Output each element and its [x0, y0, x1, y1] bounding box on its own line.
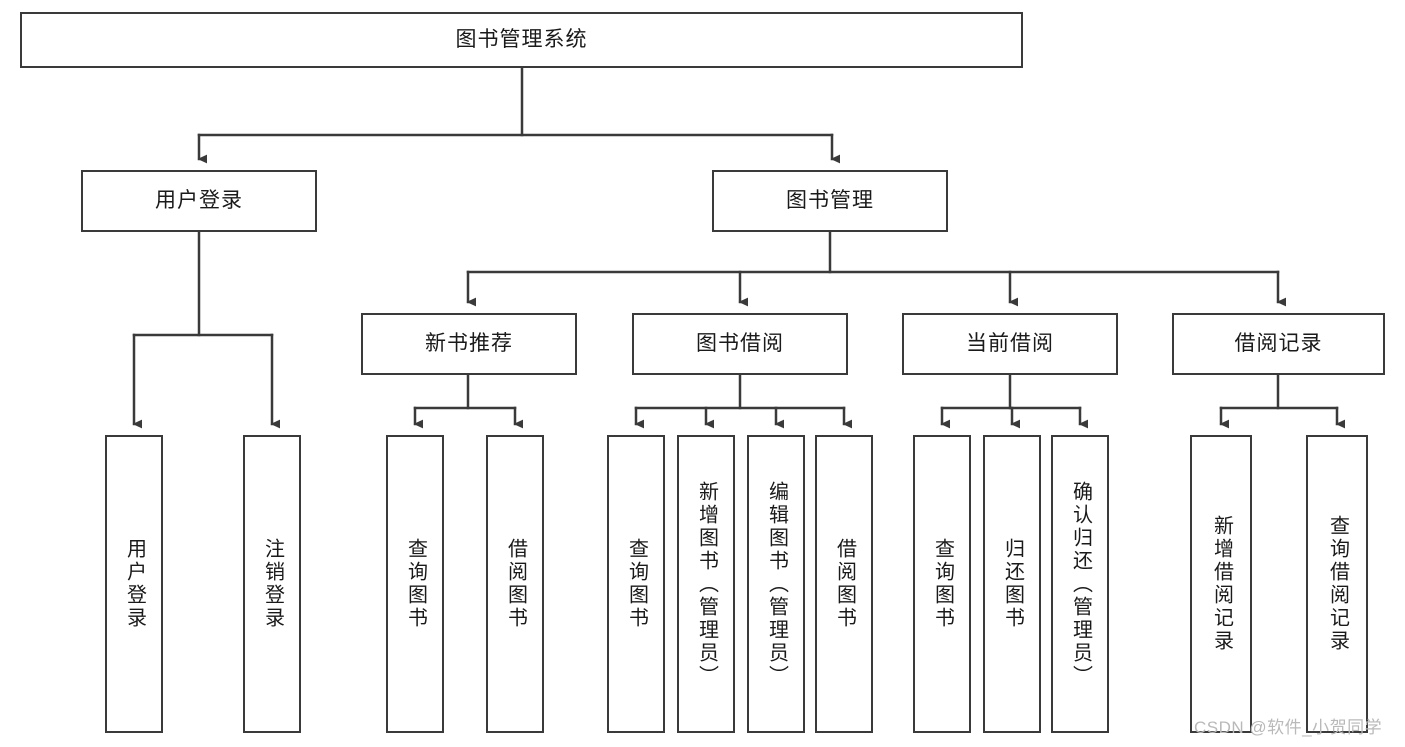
- node-book-management-label: 图书管理: [786, 188, 874, 212]
- leaf-query-borrow-record[interactable]: 查询借阅记录: [1306, 435, 1368, 733]
- node-new-book-recommend[interactable]: 新书推荐: [361, 313, 577, 375]
- node-current-borrow[interactable]: 当前借阅: [902, 313, 1118, 375]
- node-user-login[interactable]: 用户登录: [81, 170, 317, 232]
- leaf-add-borrow-record[interactable]: 新增借阅记录: [1190, 435, 1252, 733]
- leaf-borrow-book-label: 借阅图书: [833, 538, 856, 630]
- leaf-borrow-book-recommend-label: 借阅图书: [504, 538, 527, 630]
- leaf-borrow-book[interactable]: 借阅图书: [815, 435, 873, 733]
- node-book-borrow-label: 图书借阅: [696, 331, 784, 355]
- leaf-edit-book-admin[interactable]: 编辑图书（管理员）: [747, 435, 805, 733]
- leaf-add-borrow-record-label: 新增借阅记录: [1210, 515, 1233, 653]
- node-root[interactable]: 图书管理系统: [20, 12, 1023, 68]
- leaf-return-book-label: 归还图书: [1001, 538, 1024, 630]
- leaf-query-book-recommend[interactable]: 查询图书: [386, 435, 444, 733]
- leaf-add-book-admin[interactable]: 新增图书（管理员）: [677, 435, 735, 733]
- node-user-login-label: 用户登录: [155, 188, 243, 212]
- node-current-borrow-label: 当前借阅: [966, 331, 1054, 355]
- node-borrow-record-label: 借阅记录: [1234, 331, 1323, 355]
- leaf-query-book-current[interactable]: 查询图书: [913, 435, 971, 733]
- leaf-query-book-borrow[interactable]: 查询图书: [607, 435, 665, 733]
- leaf-logout-label: 注销登录: [261, 538, 284, 630]
- node-book-borrow[interactable]: 图书借阅: [632, 313, 848, 375]
- leaf-borrow-book-recommend[interactable]: 借阅图书: [486, 435, 544, 733]
- leaf-edit-book-admin-label: 编辑图书（管理员）: [765, 480, 788, 688]
- node-new-book-recommend-label: 新书推荐: [425, 331, 513, 355]
- leaf-user-login-label: 用户登录: [123, 538, 146, 630]
- leaf-user-login[interactable]: 用户登录: [105, 435, 163, 733]
- node-root-label: 图书管理系统: [455, 27, 588, 51]
- leaf-confirm-return-admin-label: 确认归还（管理员）: [1069, 480, 1092, 688]
- leaf-query-book-borrow-label: 查询图书: [625, 538, 648, 630]
- node-book-management[interactable]: 图书管理: [712, 170, 948, 232]
- leaf-query-borrow-record-label: 查询借阅记录: [1326, 515, 1349, 653]
- leaf-confirm-return-admin[interactable]: 确认归还（管理员）: [1051, 435, 1109, 733]
- leaf-query-book-current-label: 查询图书: [931, 538, 954, 630]
- leaf-add-book-admin-label: 新增图书（管理员）: [695, 480, 718, 688]
- node-borrow-record[interactable]: 借阅记录: [1172, 313, 1385, 375]
- leaf-logout[interactable]: 注销登录: [243, 435, 301, 733]
- leaf-return-book[interactable]: 归还图书: [983, 435, 1041, 733]
- leaf-query-book-recommend-label: 查询图书: [404, 538, 427, 630]
- watermark: CSDN @软件_小贺同学: [1194, 718, 1383, 737]
